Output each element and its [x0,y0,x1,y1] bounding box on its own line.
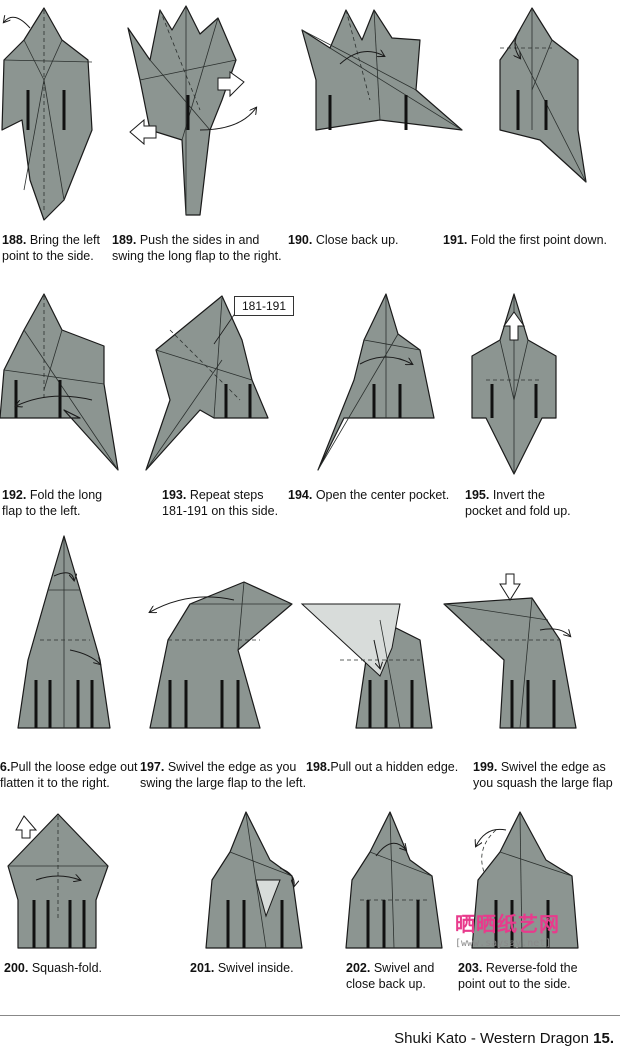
step-190-figure [301,9,463,131]
footer-page-number: 15. [593,1030,614,1047]
watermark-url: [www.saysay.net] [455,938,552,949]
footer-divider [0,1015,620,1016]
step-191-figure [499,7,587,183]
step-195-figure [471,293,557,475]
step-197-figure [150,581,293,729]
reference-leader [213,311,237,345]
caption-201: 201. Swivel inside. [190,961,294,975]
step-198-figure [300,603,433,729]
step-200-figure [7,813,109,949]
caption-200: 200. Squash-fold. [4,961,103,975]
step-188-figure [1,7,93,221]
step-199-figure [443,573,577,729]
page-footer: Shuki Kato - Western Dragon 15. [394,1030,614,1047]
caption-191: 191. Fold the first point down. [443,233,608,247]
site-watermark: 晒晒纸艺网 [www.saysay.net] [455,913,577,957]
step-189-figure [127,5,256,216]
step-202-figure [345,811,443,949]
step-192-figure [0,293,119,471]
step-196-figure [17,535,111,729]
footer-author-title: Shuki Kato - Western Dragon [394,1030,594,1047]
caption-198: 198.Pull out a hidden edge. [306,760,459,774]
caption-194: 194. Open the center pocket. [288,488,450,502]
step-193-figure [145,295,269,471]
reference-label-box: 181-191 [234,296,294,316]
watermark-chinese-text: 晒晒纸艺网 [455,914,560,936]
caption-190: 190. Close back up. [288,233,399,247]
step-201-figure [205,811,303,949]
step-203-figure [471,811,579,949]
step-194-figure [317,293,435,471]
